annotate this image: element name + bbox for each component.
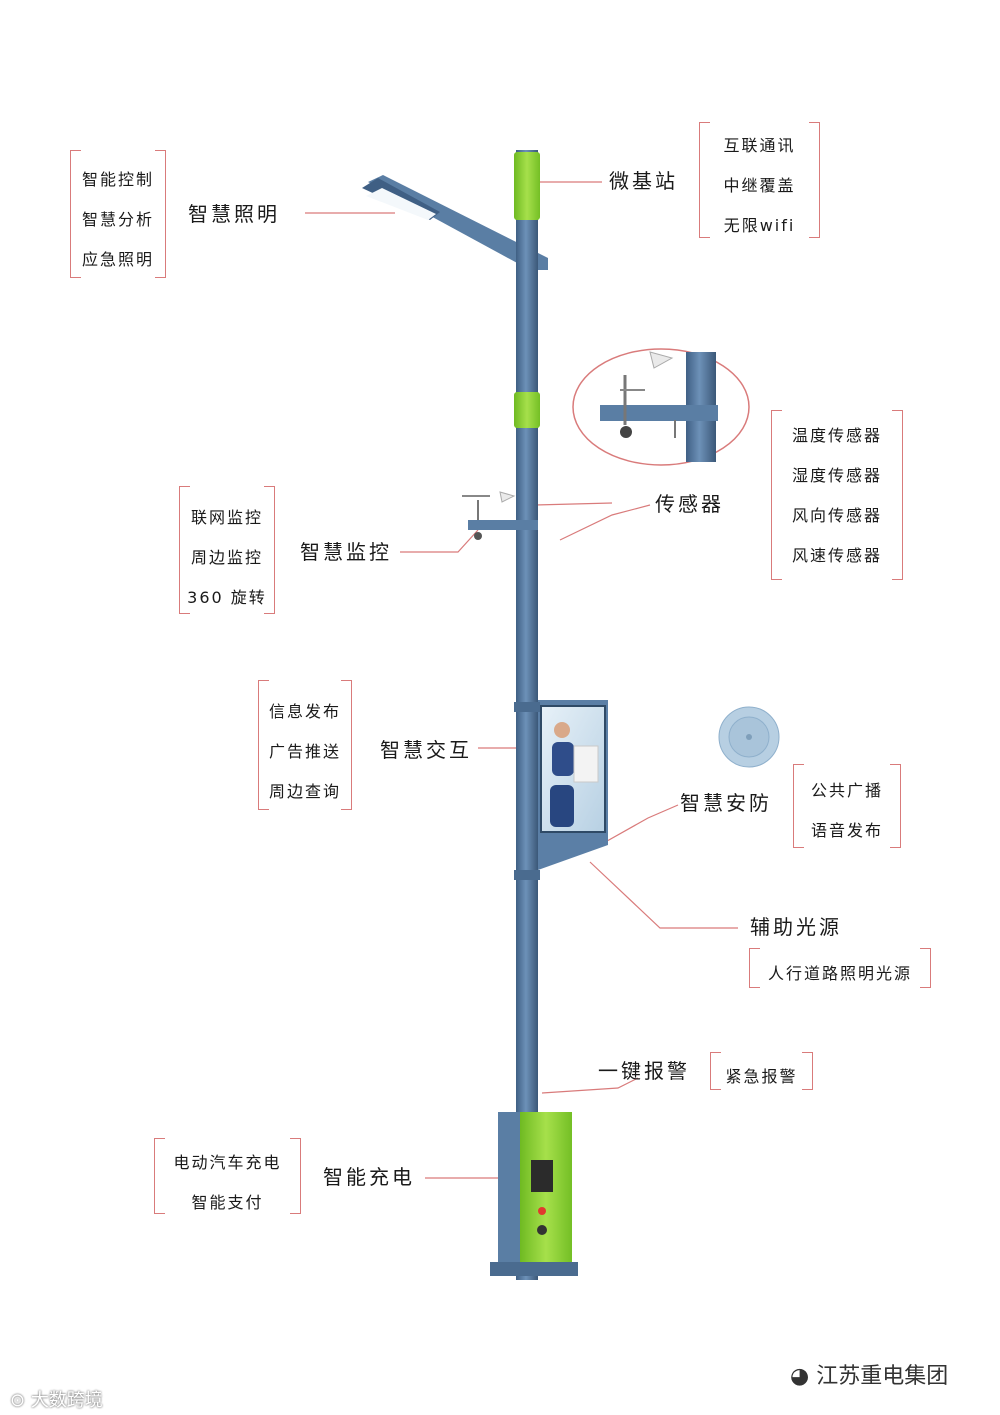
watermark-right-text: 江苏重电集团 xyxy=(816,1364,949,1389)
sensor-bracket xyxy=(462,491,538,540)
charging-item: 电动汽车充电 xyxy=(173,1153,282,1172)
lighting-item: 智慧分析 xyxy=(81,210,154,229)
interaction-box: 信息发布 广告推送 周边查询 xyxy=(258,680,352,810)
charging-title: 智能充电 xyxy=(323,1165,415,1189)
street-light-arm xyxy=(362,175,548,270)
leader-lines xyxy=(305,181,738,1179)
alarm-item: 紧急报警 xyxy=(725,1067,798,1086)
display-panel xyxy=(514,700,608,880)
alarm-title: 一键报警 xyxy=(598,1059,690,1083)
micro-station-item: 中继覆盖 xyxy=(723,176,796,195)
watermark-company: ◕ 江苏重电集团 xyxy=(790,1358,948,1390)
watermark-source: ⊙ 大数跨境 xyxy=(10,1386,103,1412)
wechat-icon: ◕ xyxy=(790,1364,817,1389)
main-pole xyxy=(516,150,538,1280)
security-box: 公共广播 语音发布 xyxy=(793,764,901,848)
interaction-item: 周边查询 xyxy=(268,782,341,801)
lighting-item: 智能控制 xyxy=(81,170,154,189)
monitoring-item: 联网监控 xyxy=(190,508,263,527)
speaker-icon xyxy=(718,706,780,768)
green-band xyxy=(514,392,540,428)
aux-light-box: 人行道路照明光源 xyxy=(749,948,931,988)
micro-station-item: 互联通讯 xyxy=(723,136,796,155)
sensor-item: 风速传感器 xyxy=(791,546,882,565)
charging-item: 智能支付 xyxy=(191,1193,264,1212)
monitoring-box: 联网监控 周边监控 360 旋转 xyxy=(179,486,275,614)
monitoring-item: 周边监控 xyxy=(190,548,263,567)
monitoring-title: 智慧监控 xyxy=(300,540,392,564)
interaction-title: 智慧交互 xyxy=(380,738,472,762)
security-title: 智慧安防 xyxy=(680,791,772,815)
interaction-item: 广告推送 xyxy=(268,742,341,761)
alarm-box: 紧急报警 xyxy=(710,1052,813,1090)
lighting-title: 智慧照明 xyxy=(188,202,280,226)
micro-base-station xyxy=(514,152,540,220)
charging-base xyxy=(490,1112,578,1276)
sensor-title: 传感器 xyxy=(655,492,724,516)
micro-station-box: 互联通讯 中继覆盖 无限wifi xyxy=(699,122,820,238)
monitoring-item: 360 旋转 xyxy=(187,588,267,607)
sensor-item: 湿度传感器 xyxy=(791,466,882,485)
sensor-item: 温度传感器 xyxy=(791,426,882,445)
logo-icon: ⊙ xyxy=(10,1390,31,1411)
security-item: 公共广播 xyxy=(810,781,883,800)
interaction-item: 信息发布 xyxy=(268,702,341,721)
aux-light-title: 辅助光源 xyxy=(750,915,842,939)
sensor-zoom-circle xyxy=(572,348,750,466)
security-item: 语音发布 xyxy=(810,821,883,840)
watermark-left-text: 大数跨境 xyxy=(30,1390,103,1411)
charging-box: 电动汽车充电 智能支付 xyxy=(154,1138,301,1214)
lighting-item: 应急照明 xyxy=(81,250,154,269)
aux-light-item: 人行道路照明光源 xyxy=(767,964,912,983)
sensor-item: 风向传感器 xyxy=(791,506,882,525)
micro-station-item: 无限wifi xyxy=(723,216,796,235)
lighting-box: 智能控制 智慧分析 应急照明 xyxy=(70,150,166,278)
sensor-box: 温度传感器 湿度传感器 风向传感器 风速传感器 xyxy=(771,410,903,580)
micro-station-title: 微基站 xyxy=(609,169,678,193)
